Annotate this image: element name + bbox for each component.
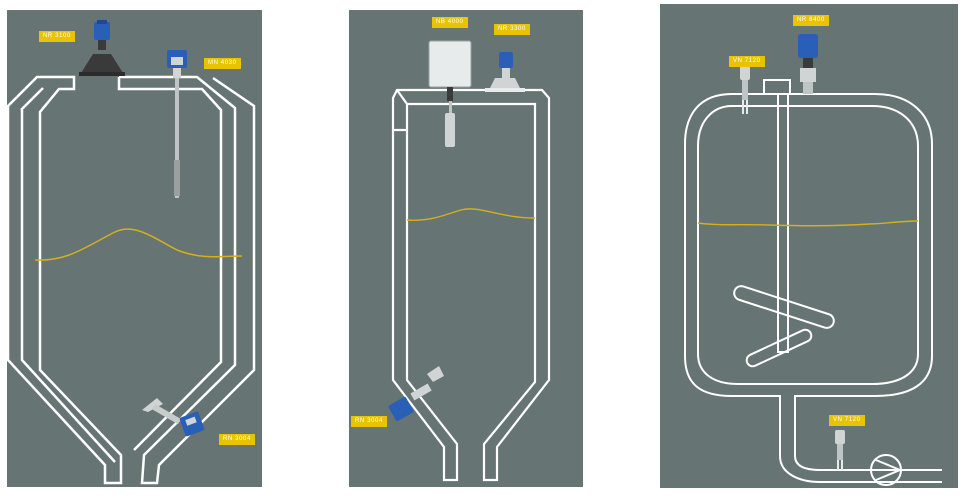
sensor-label-nr3100: NR 3100 [39, 31, 75, 42]
silo-2-panel: NB 4000 NR 3300 RN 3004 [349, 10, 583, 487]
mixing-tank-outline [684, 79, 942, 483]
radar-sensor-icon[interactable] [798, 34, 818, 94]
mixing-tank-drawing [684, 34, 942, 486]
control-box-icon[interactable] [428, 40, 472, 147]
silo-1-outline [7, 75, 256, 485]
silo-1-level-line [34, 228, 243, 261]
rotary-paddle-switch-icon[interactable] [142, 398, 205, 437]
sensor-label-vn7120-bottom: VN 7120 [829, 415, 865, 426]
mixing-tank-panel: NR 8400 VN 7120 VN 7120 [660, 4, 958, 488]
sensor-label-rn3004: RN 3004 [351, 416, 387, 427]
silo-2-drawing [388, 40, 551, 482]
sensor-label-vn7120-top: VN 7120 [729, 56, 765, 67]
radar-sensor-icon[interactable] [79, 20, 125, 76]
vibrating-fork-icon[interactable] [740, 66, 750, 114]
sensor-label-nb4000: NB 4000 [432, 17, 468, 28]
sensor-label-mn4030: MN 4030 [204, 58, 241, 69]
radar-sensor-icon[interactable] [485, 52, 525, 92]
silo-1-drawing [7, 20, 256, 485]
vibrating-fork-icon[interactable] [835, 430, 845, 470]
capacitive-probe-icon[interactable] [167, 50, 187, 198]
silo-1-panel: NR 3100 MN 4030 RN 3004 [7, 10, 262, 487]
sensor-label-rn3004: RN 3004 [219, 434, 255, 445]
pump-icon[interactable] [870, 454, 903, 486]
sensor-label-nr8400: NR 8400 [793, 15, 829, 26]
silo-2-outline [391, 88, 551, 482]
sensor-label-nr3300: NR 3300 [494, 24, 530, 35]
mixing-tank-level-line [697, 220, 919, 227]
agitator-icon [733, 285, 835, 368]
rotary-paddle-switch-icon[interactable] [388, 366, 444, 422]
silo-2-level-line [406, 208, 536, 222]
